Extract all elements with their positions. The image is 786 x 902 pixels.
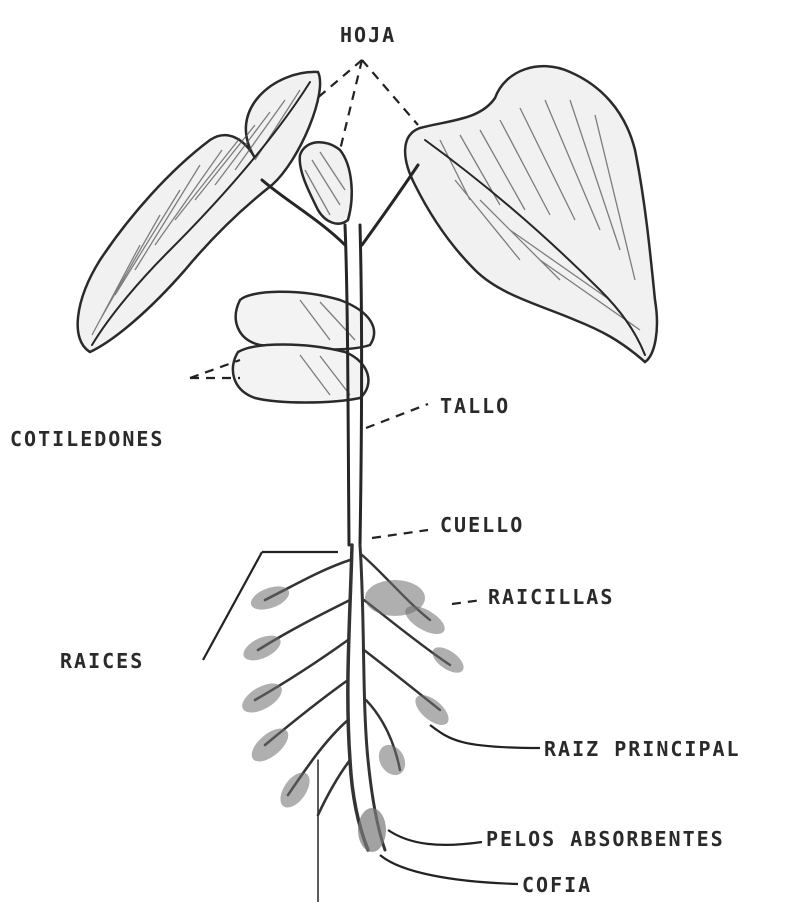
right-leaf bbox=[405, 66, 657, 362]
root-system bbox=[237, 545, 467, 902]
root-cap bbox=[358, 808, 386, 852]
label-tallo: TALLO bbox=[440, 394, 510, 418]
label-hoja: HOJA bbox=[340, 23, 396, 47]
apical-bud bbox=[300, 142, 352, 223]
label-raices: RAICES bbox=[60, 649, 144, 673]
cotyledons bbox=[233, 292, 374, 403]
label-cuello: CUELLO bbox=[440, 513, 524, 537]
right-petiole bbox=[362, 165, 418, 245]
label-raiz-principal: RAIZ PRINCIPAL bbox=[544, 737, 741, 761]
label-cotiledones: COTILEDONES bbox=[10, 427, 164, 451]
label-raicillas: RAICILLAS bbox=[488, 585, 614, 609]
label-pelos-absorbentes: PELOS ABSORBENTES bbox=[486, 827, 725, 851]
label-cofia: COFIA bbox=[522, 873, 592, 897]
